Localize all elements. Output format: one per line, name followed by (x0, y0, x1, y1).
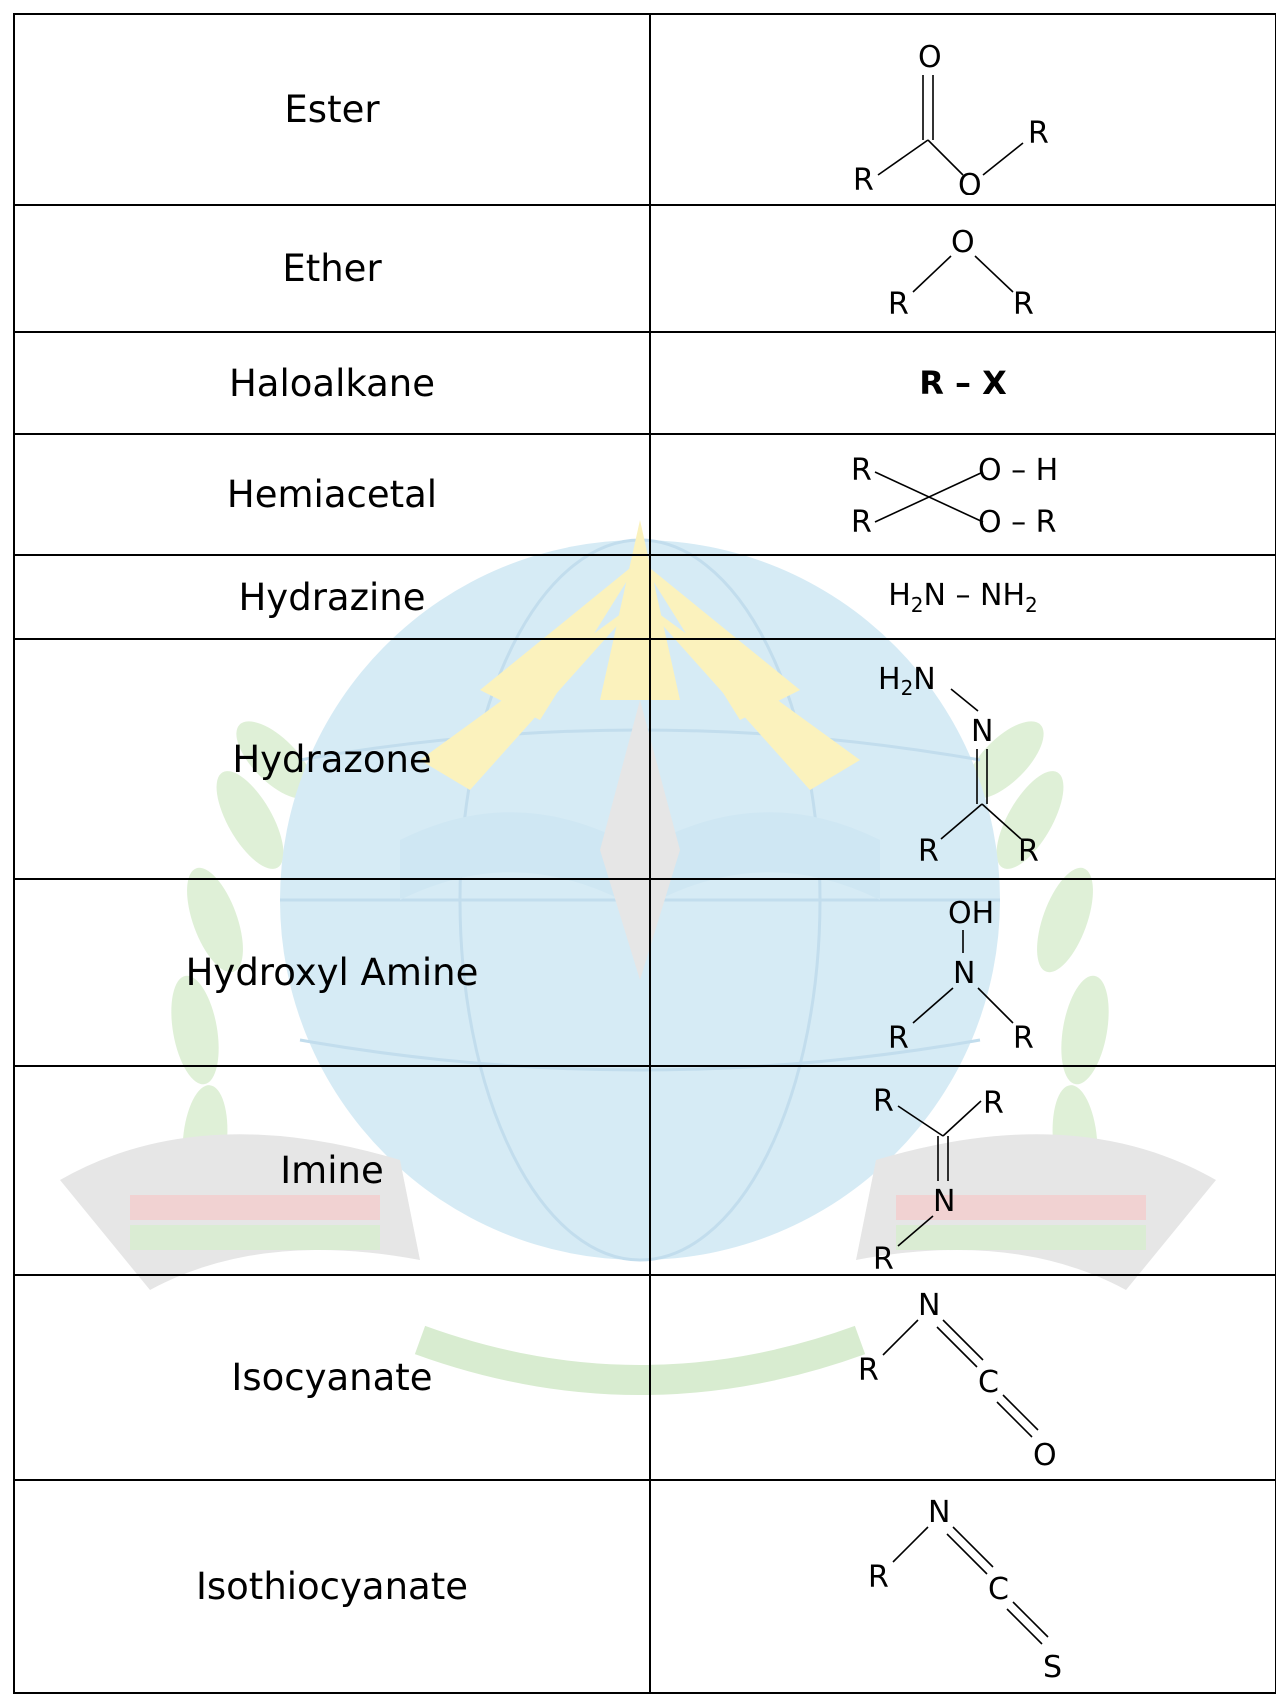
table-row: Hydrazine H2N – NH2 (13, 554, 1276, 640)
atom-label: O – R (978, 505, 1057, 540)
atom-label: R (851, 505, 872, 540)
group-name: Imine (13, 1065, 651, 1276)
imine-structure: R R N R (873, 1084, 1004, 1271)
table-row: Isothiocyanate N R C S (13, 1479, 1276, 1694)
structure-cell: N R C S (649, 1479, 1276, 1694)
atom-label: C (978, 1365, 999, 1400)
atom-label: R (1018, 834, 1039, 869)
structure-cell: N R C O (649, 1274, 1276, 1481)
haloalkane-formula: R – X (919, 364, 1007, 402)
atom-label: N (971, 714, 993, 749)
atom-label: N (953, 956, 975, 991)
formula-part: N – NH (923, 577, 1026, 613)
atom-label: N (918, 1288, 940, 1323)
atom-label: R (868, 1560, 889, 1595)
structure-cell: R – X (649, 331, 1276, 435)
hydroxylamine-structure: OH N R R (888, 896, 1034, 1056)
group-name: Ether (13, 204, 651, 333)
table-row: Ether O R R (13, 204, 1276, 333)
table-row: Ester O R O R (13, 13, 1276, 206)
hydrazine-formula: H2N – NH2 (888, 577, 1038, 617)
atom-label: N (928, 1495, 950, 1530)
ester-structure: O R O R (853, 40, 1049, 195)
atom-label: R (888, 1021, 909, 1056)
table-row: Isocyanate N R C O (13, 1274, 1276, 1481)
atom-label: C (988, 1572, 1009, 1607)
atom-label: O (951, 225, 975, 260)
atom-label: H2N (878, 662, 936, 700)
table-row: Hemiacetal R R O – H O – R (13, 433, 1276, 556)
structure-cell: R R O – H O – R (649, 433, 1276, 556)
atom-label: R (888, 287, 909, 322)
atom-label: R (1013, 287, 1034, 322)
atom-label: OH (948, 896, 994, 931)
group-name: Isocyanate (13, 1274, 651, 1481)
functional-groups-table: Ester O R O R Ether O R R (13, 13, 1276, 1694)
group-name: Haloalkane (13, 331, 651, 435)
structure-cell: H2N N R R (649, 638, 1276, 880)
table-row: Hydrazone H2N N R R (13, 638, 1276, 880)
structure-cell: O R R (649, 204, 1276, 333)
group-name: Hydrazone (13, 638, 651, 880)
subscript: 2 (1025, 592, 1038, 617)
atom-label: N (933, 1184, 955, 1219)
table-row: Imine R R N R (13, 1065, 1276, 1276)
atom-label: O (1033, 1438, 1057, 1473)
isocyanate-structure: N R C O (858, 1288, 1057, 1473)
atom-label: R (983, 1086, 1004, 1121)
atom-label: S (1043, 1650, 1062, 1685)
hemiacetal-structure: R R O – H O – R (851, 453, 1058, 540)
structure-cell: R R N R (649, 1065, 1276, 1276)
atom-label: R (851, 453, 872, 488)
group-name: Isothiocyanate (13, 1479, 651, 1694)
isothiocyanate-structure: N R C S (868, 1495, 1062, 1685)
atom-label: O (918, 40, 942, 75)
atom-label: R (1028, 116, 1049, 151)
atom-label: R (858, 1353, 879, 1388)
atom-label: R (853, 163, 874, 195)
group-name: Hydrazine (13, 554, 651, 640)
table-row: Haloalkane R – X (13, 331, 1276, 435)
structure-cell: H2N – NH2 (649, 554, 1276, 640)
structure-cell: O R O R (649, 13, 1276, 206)
atom-label: R (873, 1242, 894, 1271)
subscript: 2 (910, 592, 924, 617)
atom-label: R (873, 1084, 894, 1119)
hydrazone-structure: H2N N R R (878, 662, 1039, 869)
structure-cell: OH N R R (649, 878, 1276, 1067)
atom-label: R (918, 834, 939, 869)
atom-label: O (958, 168, 982, 195)
atom-label: R (1013, 1021, 1034, 1056)
table-row: Hydroxyl Amine OH N R R (13, 878, 1276, 1067)
group-name: Ester (13, 13, 651, 206)
formula-part: H (888, 577, 911, 613)
group-name: Hemiacetal (13, 433, 651, 556)
atom-label: O – H (978, 453, 1058, 488)
group-name: Hydroxyl Amine (13, 878, 651, 1067)
ether-structure: O R R (888, 225, 1034, 322)
